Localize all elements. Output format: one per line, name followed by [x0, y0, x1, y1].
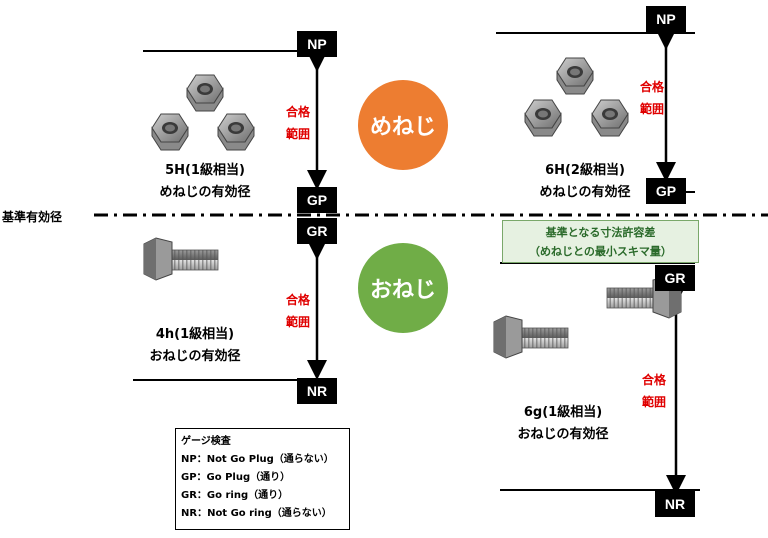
- legend-row: GR：Go ring（通り）: [181, 490, 289, 501]
- hex-nut-icon: [556, 57, 594, 95]
- range-label-left-top: 合格範囲: [285, 105, 310, 141]
- male-thread-circle: おねじ: [358, 243, 448, 333]
- female-thread-circle: めねじ: [358, 80, 448, 170]
- tolerance-box: 基準となる寸法許容差 （めねじとの最小スキマ量）: [502, 220, 699, 263]
- hex-bolt-icon: [143, 237, 219, 281]
- hex-nut-icon: [591, 99, 629, 137]
- caption-6h: 6H(2級相当)めねじの有効径: [539, 163, 631, 200]
- range-label-left-bottom: 合格範囲: [285, 293, 310, 329]
- range-label-right-top: 合格範囲: [639, 80, 664, 116]
- legend-row: NP：Not Go Plug（通らない）: [181, 454, 334, 465]
- basis-label: 基準有効径: [2, 210, 63, 224]
- caption-5h: 5H(1級相当)めねじの有効径: [159, 163, 251, 200]
- hex-nut-icon: [217, 113, 255, 151]
- legend-row: GP：Go Plug（通り）: [181, 472, 291, 483]
- hex-nut-icon: [524, 99, 562, 137]
- hex-nut-icon: [151, 113, 189, 151]
- caption-4h: 4h(1級相当)おねじの有効径: [149, 327, 241, 364]
- legend-box: ゲージ検査 NP：Not Go Plug（通らない） GP：Go Plug（通り…: [175, 428, 350, 530]
- np-left-gauge: NP: [297, 31, 337, 57]
- legend-title: ゲージ検査: [181, 436, 231, 447]
- np-right-gauge: NP: [646, 6, 686, 32]
- gp-left-gauge: GP: [297, 187, 337, 213]
- nr-right-gauge: NR: [655, 491, 695, 517]
- caption-6g: 6g(1級相当)おねじの有効径: [517, 405, 609, 442]
- hex-bolt-icon: [493, 315, 569, 359]
- gr-right-gauge: GR: [655, 265, 695, 291]
- nr-left-gauge: NR: [297, 378, 337, 404]
- gp-right-gauge: GP: [646, 178, 686, 204]
- legend-row: NR：Not Go ring（通らない）: [181, 508, 332, 519]
- gr-left-gauge: GR: [297, 218, 337, 244]
- hex-nut-icon: [186, 74, 224, 112]
- range-label-right-bottom: 合格範囲: [641, 373, 666, 409]
